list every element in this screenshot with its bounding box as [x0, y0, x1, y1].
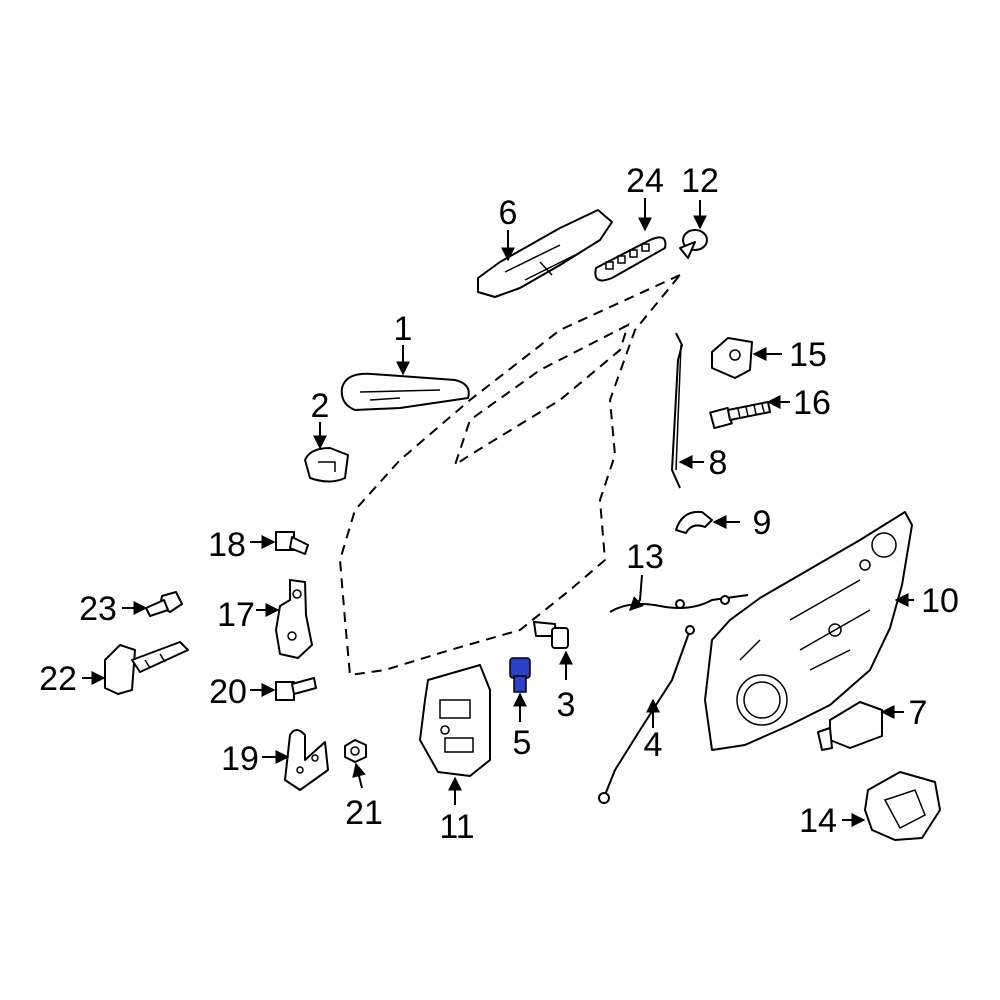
- callout-21: 21: [345, 794, 383, 832]
- leader-lines: [82, 198, 914, 827]
- part-17-striker: [275, 579, 313, 659]
- callout-15: 15: [789, 336, 827, 374]
- callout-17: 17: [217, 596, 255, 634]
- part-19-hinge: [284, 729, 329, 791]
- callout-2: 2: [311, 387, 330, 425]
- callout-8: 8: [709, 444, 728, 482]
- callout-11: 11: [439, 808, 474, 846]
- callout-12: 12: [681, 162, 719, 200]
- callout-10: 10: [921, 582, 959, 620]
- callout-16: 16: [793, 384, 831, 422]
- part-13-cable: [609, 594, 749, 613]
- part-10-door-module: [704, 511, 913, 751]
- callout-1: 1: [394, 310, 413, 348]
- part-1-interior-handle: [340, 372, 470, 411]
- part-3-switch: [533, 621, 569, 649]
- callout-19: 19: [221, 740, 259, 778]
- part-8-lock-rod: [670, 332, 684, 489]
- part-6-handle-bracket: [477, 209, 613, 298]
- part-16-bolt: [709, 401, 771, 430]
- part-22-door-check: [104, 641, 189, 695]
- callout-3: 3: [557, 686, 576, 724]
- part-5-bolt-highlighted: [509, 657, 531, 693]
- callout-14: 14: [799, 802, 837, 840]
- callout-labels: 1 2 3 4 5 6 7 8 9 10 11 12 13 14 15 16 1…: [39, 162, 959, 846]
- door-outline: [338, 274, 681, 677]
- callout-7: 7: [909, 694, 928, 732]
- callout-6: 6: [499, 194, 518, 232]
- part-21-nut: [344, 739, 367, 763]
- part-18-bolt: [275, 531, 309, 555]
- part-20-bolt: [275, 677, 317, 701]
- callout-22: 22: [39, 660, 77, 698]
- callout-18: 18: [208, 526, 246, 564]
- part-4-cable: [598, 625, 695, 804]
- part-23-bolt: [145, 591, 183, 617]
- part-7-motor: [817, 701, 883, 751]
- callout-5: 5: [513, 724, 532, 762]
- callout-24: 24: [626, 162, 664, 200]
- callout-23: 23: [79, 590, 117, 628]
- part-12-grommet: [679, 229, 708, 259]
- part-11-latch: [419, 664, 491, 777]
- callout-9: 9: [753, 504, 772, 542]
- part-15-bracket: [711, 337, 753, 379]
- callout-13: 13: [626, 538, 664, 576]
- callout-4: 4: [644, 726, 663, 764]
- part-24-handle-cover: [594, 236, 667, 282]
- part-2-bezel: [304, 447, 349, 483]
- callout-20: 20: [209, 673, 247, 711]
- part-14-bracket: [864, 771, 941, 841]
- part-9-seal: [675, 510, 713, 534]
